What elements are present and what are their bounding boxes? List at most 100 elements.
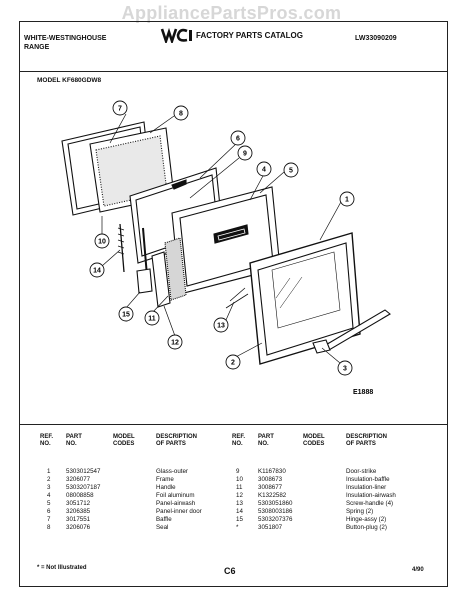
callout-10: 10: [94, 233, 110, 249]
catalog-date: 4/90: [412, 567, 424, 573]
svg-text:13: 13: [217, 323, 225, 330]
description-cell: Door-strike: [346, 468, 377, 475]
part-no-cell: 3206076: [66, 524, 91, 532]
description-cell: Handle: [156, 484, 176, 492]
callout-1: 1: [339, 191, 355, 207]
description-cell: Hinge-assy (2): [346, 516, 387, 524]
col-ref-header: REF.NO.: [40, 434, 54, 447]
callout-11: 11: [144, 310, 160, 326]
svg-text:6: 6: [236, 136, 240, 143]
description-cell: Baffle: [156, 516, 172, 524]
part-insulation-11: [164, 237, 187, 301]
ref-cell: *: [236, 524, 239, 532]
table-divider: [20, 424, 447, 425]
svg-text:10: 10: [98, 239, 106, 246]
exploded-door-diagram: 7 8 6 9 4 5 1 10 14 15 11 12 13 2 3 E188…: [61, 100, 391, 396]
callout-4: 4: [256, 161, 272, 177]
ref-cell: 13: [236, 500, 243, 508]
svg-text:1: 1: [345, 197, 349, 204]
part-no-cell: 3051807: [258, 524, 283, 532]
part-no-cell: 3008673: [258, 476, 283, 484]
ref-cell: 12: [236, 492, 243, 500]
svg-text:14: 14: [93, 268, 101, 275]
ref-cell: 1: [47, 468, 51, 475]
ref-cell: 10: [236, 476, 243, 484]
ref-cell: 3: [47, 484, 51, 492]
description-cell: Glass-outer: [156, 468, 188, 475]
callout-8: 8: [173, 105, 189, 121]
part-no-cell: 3017551: [66, 516, 91, 524]
part-outer-glass-1: [249, 232, 361, 365]
model-label: MODEL KF680GDW8: [37, 77, 102, 84]
description-cell: Insulation-liner: [346, 484, 387, 492]
svg-text:5: 5: [289, 168, 293, 175]
ref-cell: 2: [47, 476, 51, 484]
ref-cell: 6: [47, 508, 51, 516]
svg-text:12: 12: [171, 340, 179, 347]
page-number: C6: [224, 566, 236, 576]
part-no-cell: 3051712: [66, 500, 91, 508]
description-cell: Button-plug (2): [346, 524, 387, 532]
ref-cell: 15: [236, 516, 243, 524]
ref-cell: 9: [236, 468, 240, 475]
brand-line-1: WHITE-WESTINGHOUSE: [24, 35, 107, 42]
header-divider: [20, 71, 447, 72]
svg-text:9: 9: [243, 151, 247, 158]
callout-13: 13: [213, 317, 229, 333]
part-hinge-15: [136, 227, 153, 294]
callout-9: 9: [237, 145, 253, 161]
description-cell: Insulation-baffle: [346, 476, 390, 484]
catalog-title: FACTORY PARTS CATALOG: [196, 31, 303, 40]
watermark: AppliancePartsPros.com: [121, 3, 342, 23]
svg-text:11: 11: [148, 316, 156, 323]
part-no-cell: K1322582: [258, 492, 287, 500]
ref-cell: 5: [47, 500, 51, 508]
svg-text:4: 4: [262, 167, 266, 174]
callout-14: 14: [89, 262, 105, 278]
part-no-cell: 5303012547: [66, 468, 101, 475]
description-cell: Panel-inner door: [156, 508, 202, 516]
svg-text:7: 7: [118, 106, 122, 113]
brand-line-2: RANGE: [24, 44, 50, 51]
ref-cell: 11: [236, 484, 243, 492]
part-screws-13: [225, 287, 249, 309]
description-cell: Frame: [156, 476, 174, 484]
svg-text:3: 3: [343, 366, 347, 373]
description-cell: Insulation-airwash: [346, 492, 396, 500]
part-no-cell: 3008677: [258, 484, 283, 492]
ref-cell: 4: [47, 492, 51, 500]
part-no-cell: 08008858: [66, 492, 94, 500]
col-ref-header-2: REF.NO.: [232, 434, 246, 447]
part-no-cell: 5303207187: [66, 484, 101, 492]
callout-15: 15: [118, 306, 134, 322]
description-cell: Screw-handle (4): [346, 500, 394, 508]
catalog-page-frame: [19, 21, 448, 587]
description-cell: Spring (2): [346, 508, 374, 516]
callout-7: 7: [112, 100, 128, 116]
part-no-cell: K1167830: [258, 468, 286, 475]
part-no-cell: 5308003186: [258, 508, 293, 516]
description-cell: Panel-airwash: [156, 500, 196, 508]
description-cell: Seal: [156, 524, 169, 532]
part-handle-3: [312, 309, 391, 354]
callout-2: 2: [225, 354, 241, 370]
catalog-code: LW33090209: [355, 35, 397, 42]
part-no-cell: 5303207376: [258, 516, 293, 524]
wci-logo-icon: [160, 27, 192, 43]
callout-5: 5: [283, 162, 299, 178]
callout-6: 6: [230, 130, 246, 146]
svg-text:8: 8: [179, 111, 183, 118]
part-spring-14: [117, 223, 125, 273]
ref-cell: 7: [47, 516, 51, 524]
ref-cell: 8: [47, 524, 51, 532]
callout-3: 3: [337, 360, 353, 376]
ref-cell: 14: [236, 508, 243, 516]
part-no-cell: 3206077: [66, 476, 91, 484]
figure-code: E1888: [353, 389, 373, 396]
part-no-cell: 5303051860: [258, 500, 293, 508]
